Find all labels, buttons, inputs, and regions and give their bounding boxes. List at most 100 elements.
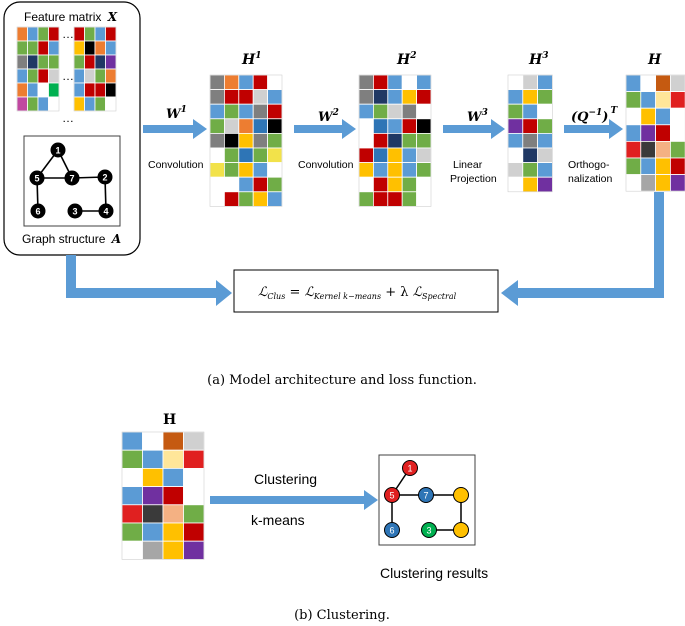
matrix-cell	[267, 176, 283, 193]
matrix-cell	[625, 157, 642, 176]
matrix-cell	[401, 89, 418, 105]
matrix-cell	[537, 103, 553, 120]
matrix-cell	[387, 118, 403, 134]
matrix-cell	[37, 96, 49, 112]
matrix-cell	[670, 107, 685, 126]
matrix-cell	[73, 54, 85, 70]
h2-label: H2	[396, 51, 417, 68]
matrix-cell	[507, 176, 524, 193]
cluster-node	[453, 487, 469, 503]
matrix-cell	[401, 162, 418, 178]
matrix-cell	[358, 103, 374, 120]
matrix-cell	[522, 176, 538, 193]
step3-label-line1: Linear	[453, 159, 483, 171]
graph-node	[98, 203, 114, 219]
matrix-cell	[183, 540, 205, 560]
matrix-cell	[416, 89, 432, 105]
matrix-cell	[94, 82, 106, 98]
matrix-cell	[238, 89, 254, 105]
matrix-cell	[105, 26, 117, 42]
matrix-cell	[640, 140, 656, 159]
matrix-cell	[48, 96, 60, 112]
matrix-cell	[209, 89, 225, 105]
arrow-clustering-head	[364, 490, 378, 510]
graph-node	[64, 170, 80, 186]
matrix-cell	[358, 89, 374, 105]
matrix-cell	[267, 147, 283, 164]
matrix-cell	[183, 467, 205, 487]
matrix-cell	[625, 124, 642, 142]
matrix-cell	[401, 118, 418, 134]
cluster-node-label: 1	[407, 464, 412, 474]
matrix-border	[358, 74, 432, 207]
matrix-cell	[94, 68, 106, 84]
matrix-cell	[16, 96, 28, 112]
matrix-cell	[73, 68, 85, 84]
matrix-cell	[94, 54, 106, 70]
matrix-cell	[84, 40, 96, 56]
matrix-cell	[238, 132, 254, 149]
matrix-cell	[387, 147, 403, 164]
caption-a: (a) Model architecture and loss function…	[207, 373, 477, 388]
matrix-cell	[640, 174, 656, 192]
matrix-cell	[670, 174, 685, 192]
matrix-cell	[84, 96, 96, 112]
matrix-cell	[670, 74, 685, 93]
matrix-border	[121, 431, 205, 560]
matrix-cell	[537, 132, 553, 149]
step2-label: Convolution	[298, 159, 354, 171]
matrix-cell	[372, 176, 389, 193]
arrow-input-down	[66, 255, 76, 298]
matrix-cell	[94, 40, 106, 56]
matrix-cell	[537, 89, 553, 105]
matrix-cell	[670, 140, 685, 159]
matrix-cell	[655, 107, 671, 126]
matrix-cell	[142, 522, 164, 542]
matrix-cell	[640, 74, 656, 93]
hb-label: H	[163, 412, 176, 428]
matrix-cell	[84, 54, 96, 70]
matrix-cell	[16, 26, 28, 42]
matrix-h1	[209, 74, 283, 207]
matrix-cell	[537, 74, 553, 91]
matrix-cell	[223, 89, 240, 105]
matrix-cell	[142, 467, 164, 487]
matrix-cell	[252, 132, 268, 149]
matrix-cell	[401, 176, 418, 193]
matrix-cell	[183, 522, 205, 542]
w2-label: W2	[318, 108, 339, 125]
matrix-cell	[625, 107, 642, 126]
matrix-cell	[267, 89, 283, 105]
matrix-cell	[27, 96, 39, 112]
graph-node-label: 2	[102, 173, 107, 183]
matrix-cell	[209, 176, 225, 193]
matrix-cell	[252, 147, 268, 164]
arrow-clustering	[210, 496, 366, 504]
matrix-cell	[121, 522, 143, 542]
matrix-cell	[387, 162, 403, 178]
matrix-cell	[37, 54, 49, 70]
matrix-cell	[121, 540, 143, 560]
loss-box	[233, 269, 499, 313]
matrix-cell	[401, 191, 418, 207]
matrix-cell	[655, 124, 671, 142]
matrix-cell	[183, 504, 205, 524]
matrix-cell	[640, 157, 656, 176]
matrix-cell	[625, 174, 642, 192]
matrix-cell	[372, 147, 389, 164]
matrix-cell	[37, 26, 49, 42]
cluster-node-label: 5	[389, 491, 394, 501]
matrix-border	[73, 26, 117, 112]
graph-node	[30, 203, 46, 219]
w3-label: W3	[467, 108, 488, 125]
matrix-cell	[238, 74, 254, 91]
graph-node	[50, 142, 66, 158]
matrix-cell	[27, 54, 39, 70]
matrix-cell	[16, 68, 28, 84]
matrix-cell	[183, 449, 205, 469]
matrix-cell	[670, 124, 685, 142]
matrix-cell	[183, 431, 205, 451]
